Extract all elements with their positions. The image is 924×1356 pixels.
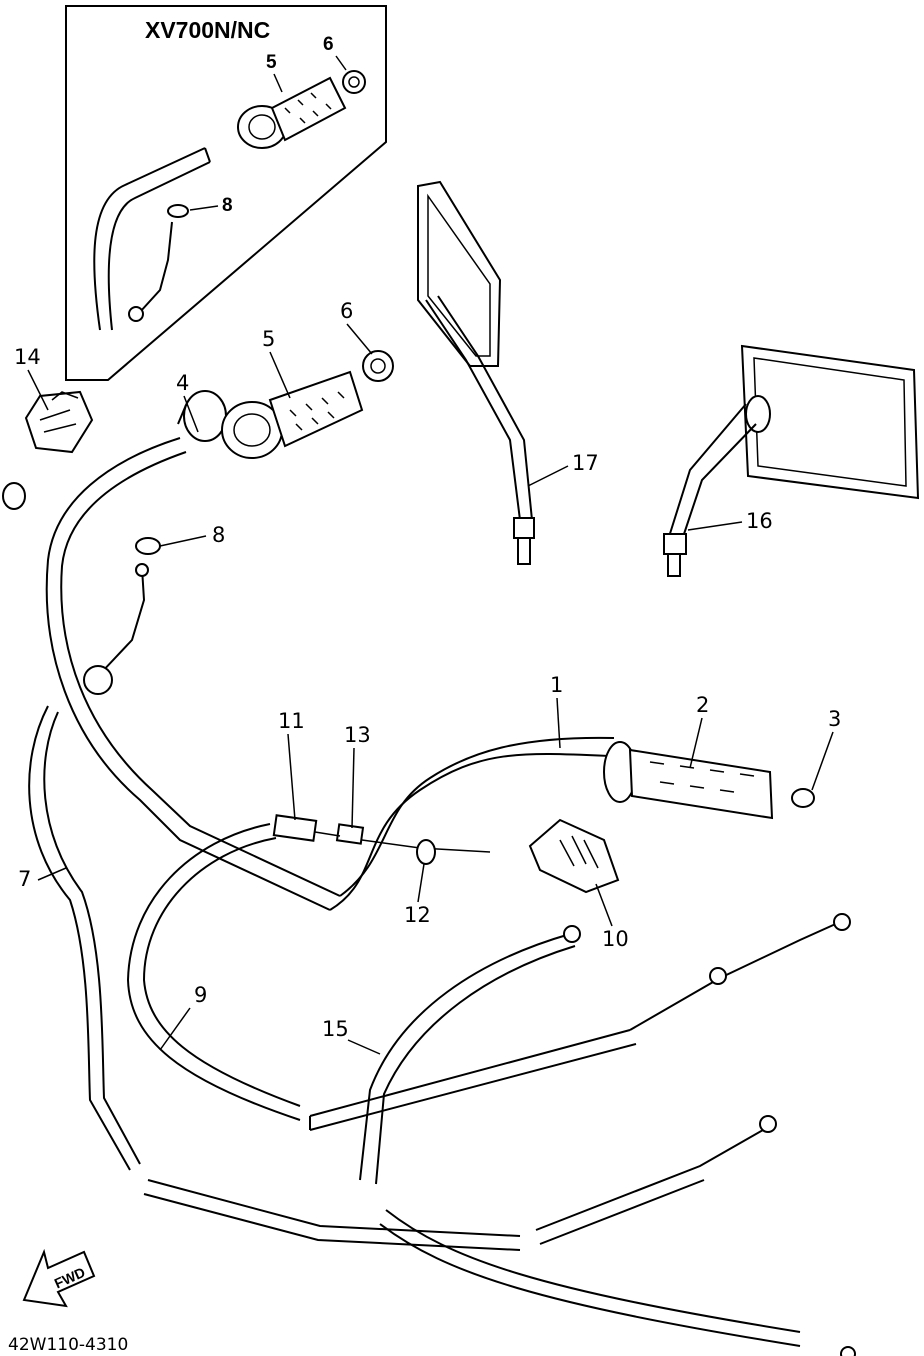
callout-5: 5 xyxy=(262,327,275,351)
callout-7: 7 xyxy=(18,867,31,891)
callout-14: 14 xyxy=(14,345,41,369)
inset-label-6: 6 xyxy=(323,34,334,55)
part-7-cable xyxy=(28,705,131,1171)
callout-8: 8 xyxy=(212,523,225,547)
callout-10: 10 xyxy=(602,927,629,951)
part-8-wire-band xyxy=(83,537,161,695)
part-13-locknut xyxy=(335,823,365,845)
part-15-cable xyxy=(359,933,571,1181)
inset-handlebar xyxy=(93,147,206,331)
part-16-mirror-right xyxy=(663,344,920,577)
callout-13: 13 xyxy=(344,723,371,747)
inset-panel: XV700N/NC 5 6 8 xyxy=(65,5,387,381)
part-11-adjuster xyxy=(272,814,318,842)
fwd-arrow: FWD xyxy=(22,1248,96,1308)
callout-2: 2 xyxy=(696,693,709,717)
callout-16: 16 xyxy=(746,509,773,533)
part-14-handlebar-switch xyxy=(2,390,94,510)
part-17-mirror-left xyxy=(417,180,535,565)
inset-title: XV700N/NC xyxy=(145,17,270,43)
right-cable-segment xyxy=(535,1125,771,1245)
part-6-grip-end xyxy=(362,350,394,382)
part-10-cable-boot xyxy=(528,818,620,894)
handlebar-left xyxy=(45,437,331,911)
inset-label-8: 8 xyxy=(222,195,233,216)
part-9-cable xyxy=(126,823,301,1121)
callout-6: 6 xyxy=(340,299,353,323)
inset-grip-end-cap xyxy=(342,70,366,94)
part-5-throttle-grip xyxy=(221,370,364,459)
callout-12: 12 xyxy=(404,903,431,927)
part-1-handlebar-right xyxy=(329,736,615,911)
part-12-cable-end xyxy=(416,839,436,865)
diagram-code: 42W110-4310 xyxy=(8,1335,128,1355)
callout-17: 17 xyxy=(572,451,599,475)
callout-1: 1 xyxy=(550,673,563,697)
part-3-end-plug xyxy=(791,788,815,808)
part-4-collar xyxy=(177,390,227,442)
inset-grip xyxy=(237,76,347,149)
inset-wire-lead xyxy=(128,204,189,322)
callout-15: 15 xyxy=(322,1017,349,1041)
part-2-grip xyxy=(603,741,774,820)
callout-3: 3 xyxy=(828,707,841,731)
callout-4: 4 xyxy=(176,371,189,395)
callout-9: 9 xyxy=(194,983,207,1007)
lower-cable-segment-2 xyxy=(379,1209,801,1347)
inset-label-5: 5 xyxy=(266,52,277,73)
lower-cable-segment xyxy=(143,1179,521,1251)
callouts: 1 2 3 4 5 6 7 8 9 10 11 12 13 14 15 16 1… xyxy=(14,299,841,1055)
callout-11: 11 xyxy=(278,709,305,733)
